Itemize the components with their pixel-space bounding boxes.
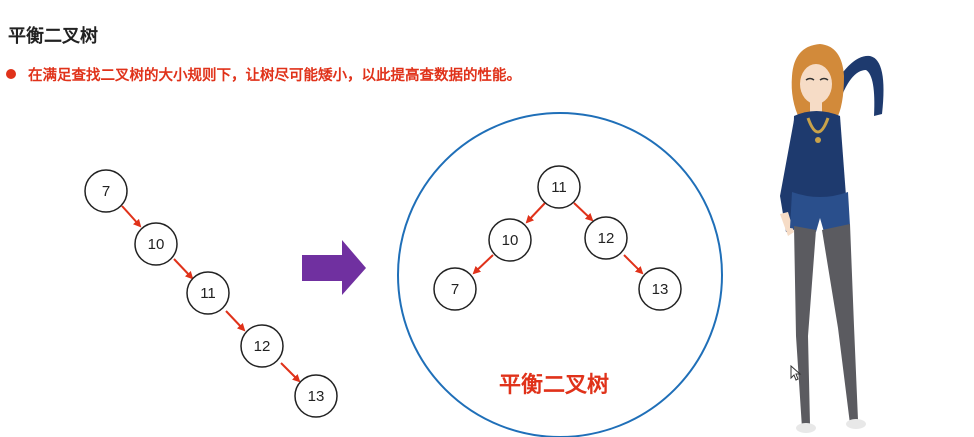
unbalanced-tree: 7 10 11 12 13 bbox=[84, 169, 338, 418]
balanced-tree: 11 10 12 7 13 平衡二叉树 bbox=[397, 112, 723, 437]
anime-girl-illustration-icon bbox=[780, 44, 884, 433]
page-title: 平衡二叉树 bbox=[8, 26, 98, 47]
node-label: 11 bbox=[200, 285, 216, 302]
node-label: 13 bbox=[308, 388, 325, 405]
tree-node-13: 13 bbox=[638, 267, 682, 311]
node-label: 7 bbox=[102, 183, 110, 200]
tree-node-10: 10 bbox=[134, 222, 178, 266]
edge-7-10 bbox=[121, 205, 142, 228]
highlight-circle bbox=[397, 112, 723, 437]
node-label: 13 bbox=[652, 281, 669, 298]
node-label: 7 bbox=[451, 281, 459, 298]
tree-node-12: 12 bbox=[584, 216, 628, 260]
tree-node-13: 13 bbox=[294, 374, 338, 418]
edge-10-7 bbox=[472, 254, 494, 275]
node-label: 11 bbox=[551, 179, 567, 196]
edge-12-13 bbox=[280, 362, 301, 383]
tree-node-11: 11 bbox=[186, 271, 230, 315]
tree-node-10: 10 bbox=[488, 218, 532, 262]
bullet-text: 在满足查找二叉树的大小规则下，让树尽可能矮小，以此提高查数据的性能。 bbox=[28, 68, 521, 84]
edge-12-13 bbox=[623, 254, 644, 275]
node-label: 12 bbox=[254, 338, 271, 355]
edge-11-10 bbox=[525, 202, 546, 224]
bullet-dot-icon bbox=[6, 69, 16, 79]
tree-node-11: 11 bbox=[537, 165, 581, 209]
right-arrow-icon bbox=[302, 240, 366, 295]
tree-node-7: 7 bbox=[433, 267, 477, 311]
node-label: 12 bbox=[598, 230, 615, 247]
edge-11-12 bbox=[573, 202, 594, 222]
balanced-tree-caption: 平衡二叉树 bbox=[499, 372, 609, 398]
tree-node-12: 12 bbox=[240, 324, 284, 368]
edge-10-11 bbox=[173, 258, 194, 280]
node-label: 10 bbox=[502, 232, 519, 249]
edge-11-12 bbox=[225, 310, 246, 332]
mouse-pointer-icon bbox=[790, 365, 802, 381]
node-label: 10 bbox=[148, 236, 165, 253]
tree-node-7: 7 bbox=[84, 169, 128, 213]
